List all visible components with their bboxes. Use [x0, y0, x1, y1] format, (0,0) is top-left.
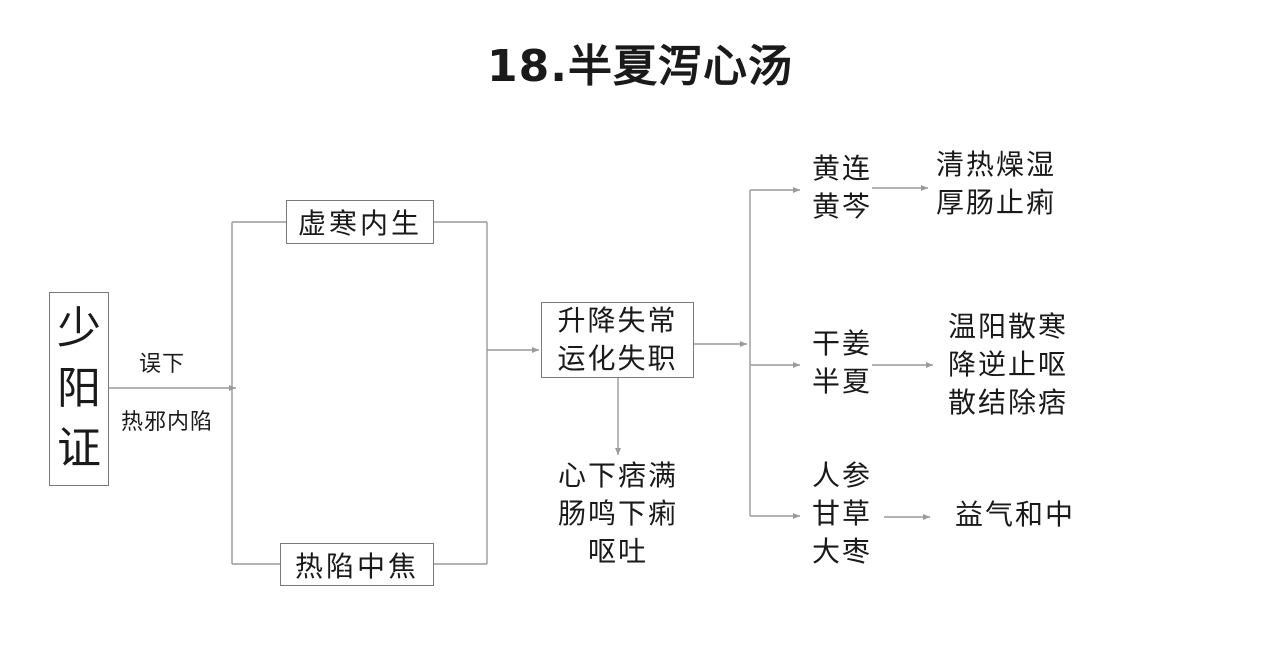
node-herbs-3: 人参 甘草 大枣: [802, 457, 882, 571]
node-effect-1: 清热燥湿 厚肠止痢: [926, 146, 1066, 222]
node-herbs-1: 黄连 黄芩: [802, 150, 882, 226]
label-wuxia: 误下: [138, 352, 185, 377]
node-effect-2: 温阳散寒 降逆止呕 散结除痞: [938, 308, 1078, 422]
effect-1-1: 清热燥湿: [935, 148, 1056, 181]
node-shaoyang-char-3: 证: [57, 423, 101, 474]
node-shaoyang-box: 少 阳 证: [49, 292, 109, 486]
symptom-3: 呕吐: [587, 535, 648, 568]
herb-1-1: 黄连: [811, 152, 872, 185]
node-herbs-2: 干姜 半夏: [802, 325, 882, 401]
diagram-title: 18.半夏泻心汤: [487, 41, 793, 92]
node-effect-3: 益气和中: [954, 498, 1075, 531]
herb-2-1: 干姜: [811, 327, 872, 360]
node-shengjiang-box: 升降失常 运化失职: [541, 302, 694, 378]
node-shaoyang-char-1: 少: [57, 303, 101, 354]
node-shengjiang-line-1: 升降失常: [557, 304, 678, 337]
node-shaoyang-char-2: 阳: [57, 363, 101, 414]
effect-1-2: 厚肠止痢: [935, 186, 1056, 219]
effect-2-3: 散结除痞: [947, 386, 1068, 419]
herb-3-1: 人参: [811, 459, 872, 492]
effect-2-2: 降逆止呕: [947, 348, 1068, 381]
herb-2-2: 半夏: [811, 365, 872, 398]
node-rexian-box: 热陷中焦: [280, 543, 434, 586]
node-xuhan-box: 虚寒内生: [286, 200, 434, 244]
label-rexie: 热邪内陷: [120, 410, 213, 435]
node-symptoms: 心下痞满 肠鸣下痢 呕吐: [540, 457, 696, 571]
node-shengjiang-line-2: 运化失职: [557, 342, 678, 375]
effect-2-1: 温阳散寒: [947, 310, 1068, 343]
herb-3-3: 大枣: [811, 535, 872, 568]
herb-1-2: 黄芩: [811, 190, 872, 223]
symptom-1: 心下痞满: [557, 459, 678, 492]
herb-3-2: 甘草: [811, 497, 872, 530]
symptom-2: 肠鸣下痢: [557, 497, 678, 530]
